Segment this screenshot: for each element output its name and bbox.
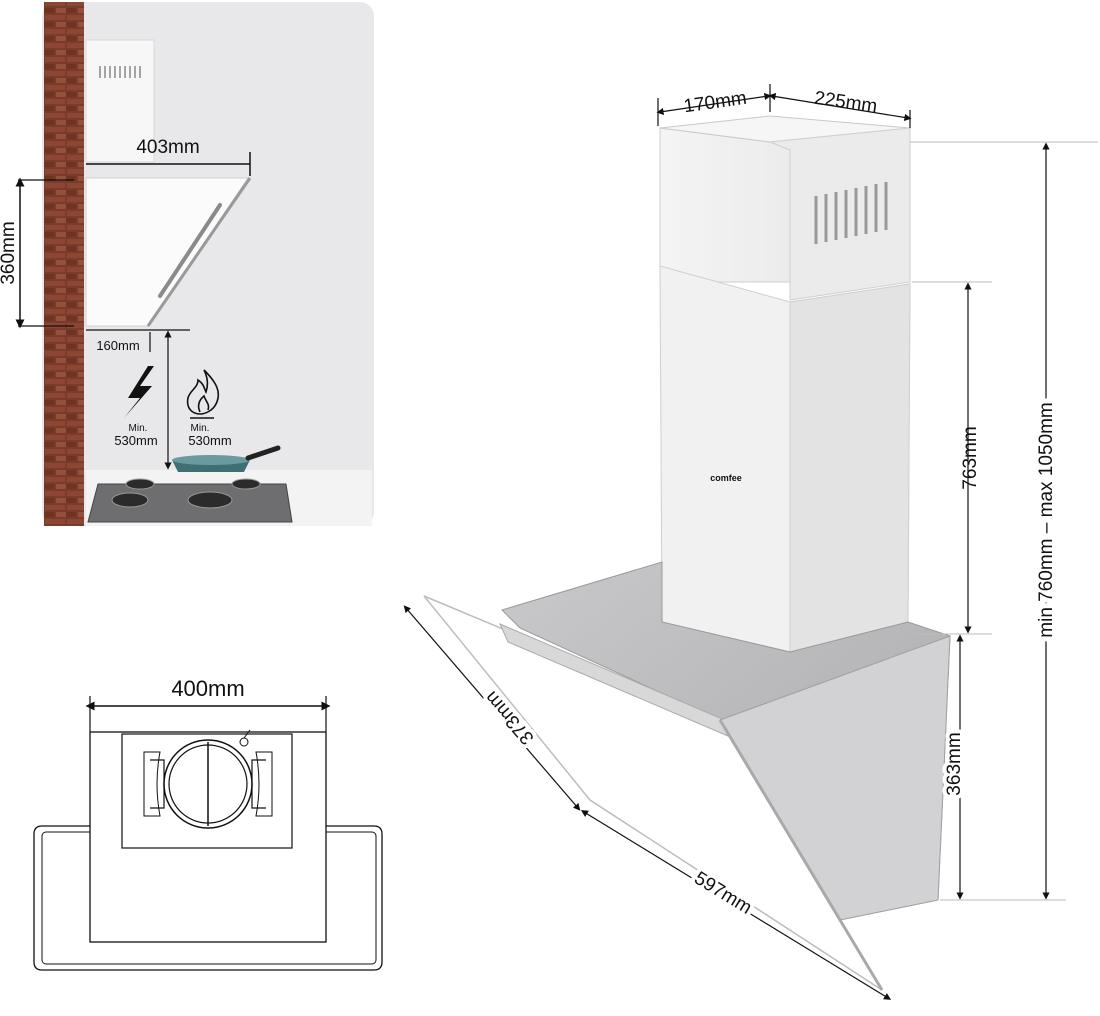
hood-width-label: 403mm — [136, 137, 199, 158]
hood-handle — [158, 203, 222, 298]
duct-vent-icon — [99, 66, 141, 78]
body-height-label: 363mm — [944, 732, 965, 795]
chimney-width-label: 225mm — [813, 88, 879, 118]
top-view-drawing: 400mm — [33, 676, 383, 971]
lightning-icon — [124, 366, 154, 418]
hood-depth-label: 160mm — [96, 338, 139, 353]
electric-min-value: 530mm — [114, 433, 157, 448]
gas-min-label: Min. — [191, 423, 210, 434]
chimney-height-label: 763mm — [960, 426, 981, 489]
installation-panel: 403mm 360mm 160mm Min. 530mm Min. 530mm — [0, 2, 374, 526]
top-view-width-label: 400mm — [171, 676, 244, 701]
brick-wall — [44, 2, 84, 526]
frying-pan — [172, 445, 281, 472]
flame-icon — [186, 369, 220, 419]
chimney-depth-label: 170mm — [682, 88, 748, 118]
gas-min-value: 530mm — [188, 433, 231, 448]
chimney-vent-icon — [814, 182, 888, 244]
total-height-label: min 760mm – max 1050mm — [1036, 402, 1057, 637]
product-view: comfee 170mm 225mm 763mm 363mm min 760mm… — [403, 84, 1098, 1000]
hob-burners — [111, 478, 261, 509]
hood-glass-edge — [146, 177, 252, 327]
brand-logo: comfee — [710, 473, 742, 483]
top-view-glass-outline — [33, 825, 383, 971]
duct-cover — [85, 39, 155, 163]
hood-height-label: 360mm — [0, 221, 19, 284]
electric-min-label: Min. — [129, 423, 148, 434]
